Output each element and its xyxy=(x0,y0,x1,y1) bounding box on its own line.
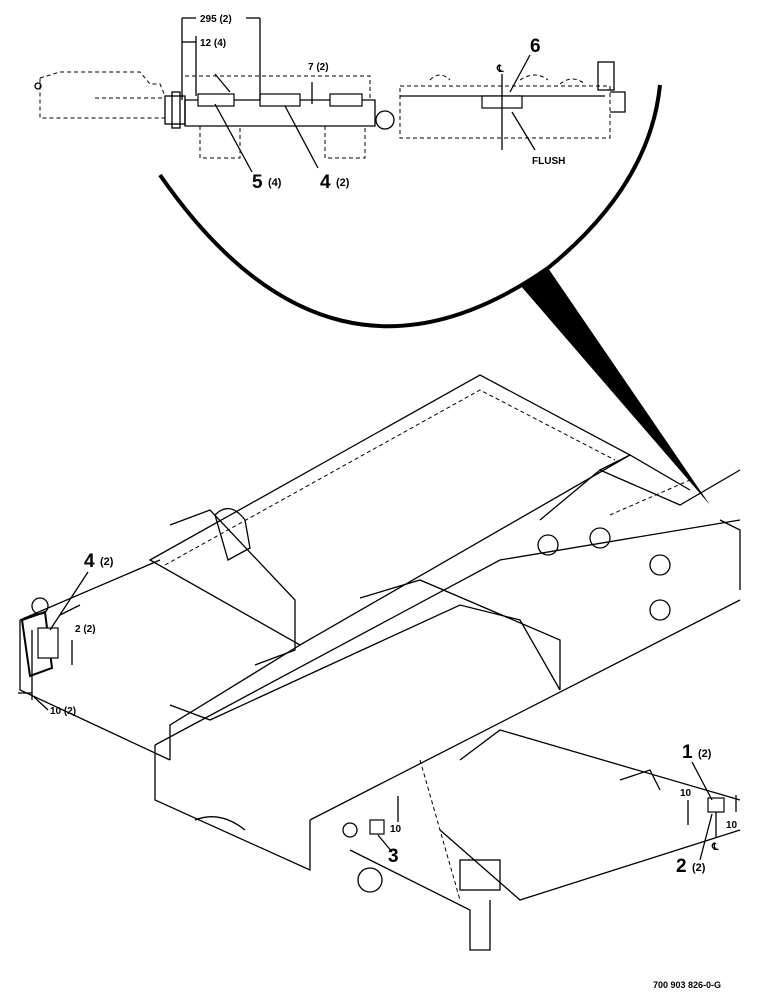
centerline-mark-main: ℄ xyxy=(711,842,719,853)
detail-circle-arc xyxy=(158,84,662,329)
main-view: 4 (2) 2 (2) 10 (2) 10 3 1 (2) 10 10 ℄ 2 … xyxy=(18,374,741,951)
dim-7: 7 (2) xyxy=(308,62,329,73)
callout-5-qty: (4) xyxy=(268,177,282,189)
dim-12: 12 (4) xyxy=(200,38,226,49)
detail-pointer xyxy=(520,268,710,505)
callout-2: 2 xyxy=(676,856,687,877)
callout-1-qty: (2) xyxy=(698,748,712,760)
callout-4-main-qty: (2) xyxy=(100,556,114,568)
callout-3: 3 xyxy=(388,846,399,867)
dim-2: 2 (2) xyxy=(75,624,96,635)
callout-5: 5 xyxy=(252,172,263,193)
dim-295: 295 (2) xyxy=(200,14,232,25)
flush-note: FLUSH xyxy=(532,156,565,167)
dim-10-right-b: 10 xyxy=(726,820,738,831)
dim-10-right-a: 10 xyxy=(680,788,692,799)
centerline-mark-detail: ℄ xyxy=(496,64,504,75)
detail-view: 295 (2) 12 (4) 7 (2) 5 (4) 4 (2) 6 ℄ FLU… xyxy=(34,14,710,505)
drawing-number: 700 903 826-0-G xyxy=(653,980,721,990)
callout-1: 1 xyxy=(682,742,693,763)
callout-4-detail: 4 xyxy=(320,172,331,193)
dim-10-left: 10 (2) xyxy=(50,706,76,717)
callout-6: 6 xyxy=(530,36,541,57)
callout-4-detail-qty: (2) xyxy=(336,177,350,189)
callout-2-qty: (2) xyxy=(692,862,706,874)
dim-10-center: 10 xyxy=(390,824,402,835)
callout-4-main: 4 xyxy=(84,551,95,572)
